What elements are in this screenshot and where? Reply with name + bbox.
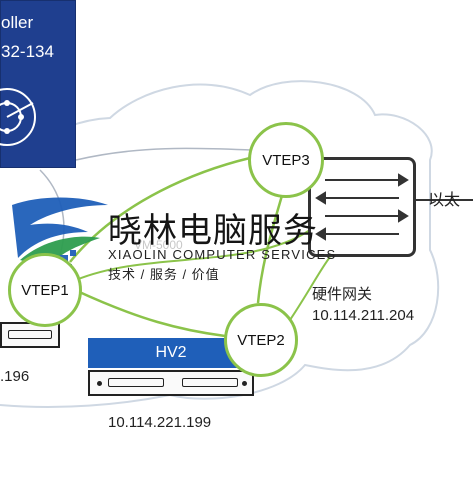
link-vtep1-gateway bbox=[75, 229, 311, 281]
cloud-outline bbox=[0, 80, 440, 408]
drive-slot bbox=[108, 378, 164, 387]
vtep2-node: VTEP2 bbox=[224, 303, 298, 377]
drive-slot bbox=[182, 378, 238, 387]
drive-slot bbox=[8, 330, 52, 339]
link-vtep1-vtep2 bbox=[74, 288, 226, 338]
watermark-subtitle: XIAOLIN COMPUTER SERVICES bbox=[108, 247, 337, 262]
watermark-tagline: 技术 / 服务 / 价值 bbox=[108, 267, 220, 282]
controller-box: oller 32-134 bbox=[0, 0, 76, 168]
switch-arrows-icon bbox=[315, 173, 409, 241]
link-vtep2-vtep3 bbox=[256, 191, 285, 304]
vtep1-node: VTEP1 bbox=[8, 253, 82, 327]
power-led bbox=[242, 381, 247, 386]
vtep3-node: VTEP3 bbox=[248, 122, 324, 198]
link-vtep2-gateway bbox=[289, 256, 331, 321]
hv1-ip: .196 bbox=[0, 368, 30, 385]
hv2-server bbox=[88, 370, 254, 396]
ethernet-label: 以太 bbox=[428, 192, 461, 209]
controller-network-icon bbox=[0, 88, 36, 146]
power-led bbox=[97, 381, 102, 386]
watermark-title: 晓林电脑服务 bbox=[108, 212, 318, 250]
control-link-2 bbox=[75, 147, 251, 161]
gateway-ip: 10.114.211.204 bbox=[312, 307, 415, 324]
gateway-label: 硬件网关 bbox=[312, 286, 373, 303]
vm-label: VM-5000 bbox=[134, 238, 183, 252]
hardware-gateway-switch bbox=[308, 157, 416, 257]
hv2-ip: 10.114.221.199 bbox=[108, 414, 212, 431]
controller-title: oller bbox=[1, 13, 34, 32]
controller-ip: 32-134 bbox=[1, 42, 54, 61]
